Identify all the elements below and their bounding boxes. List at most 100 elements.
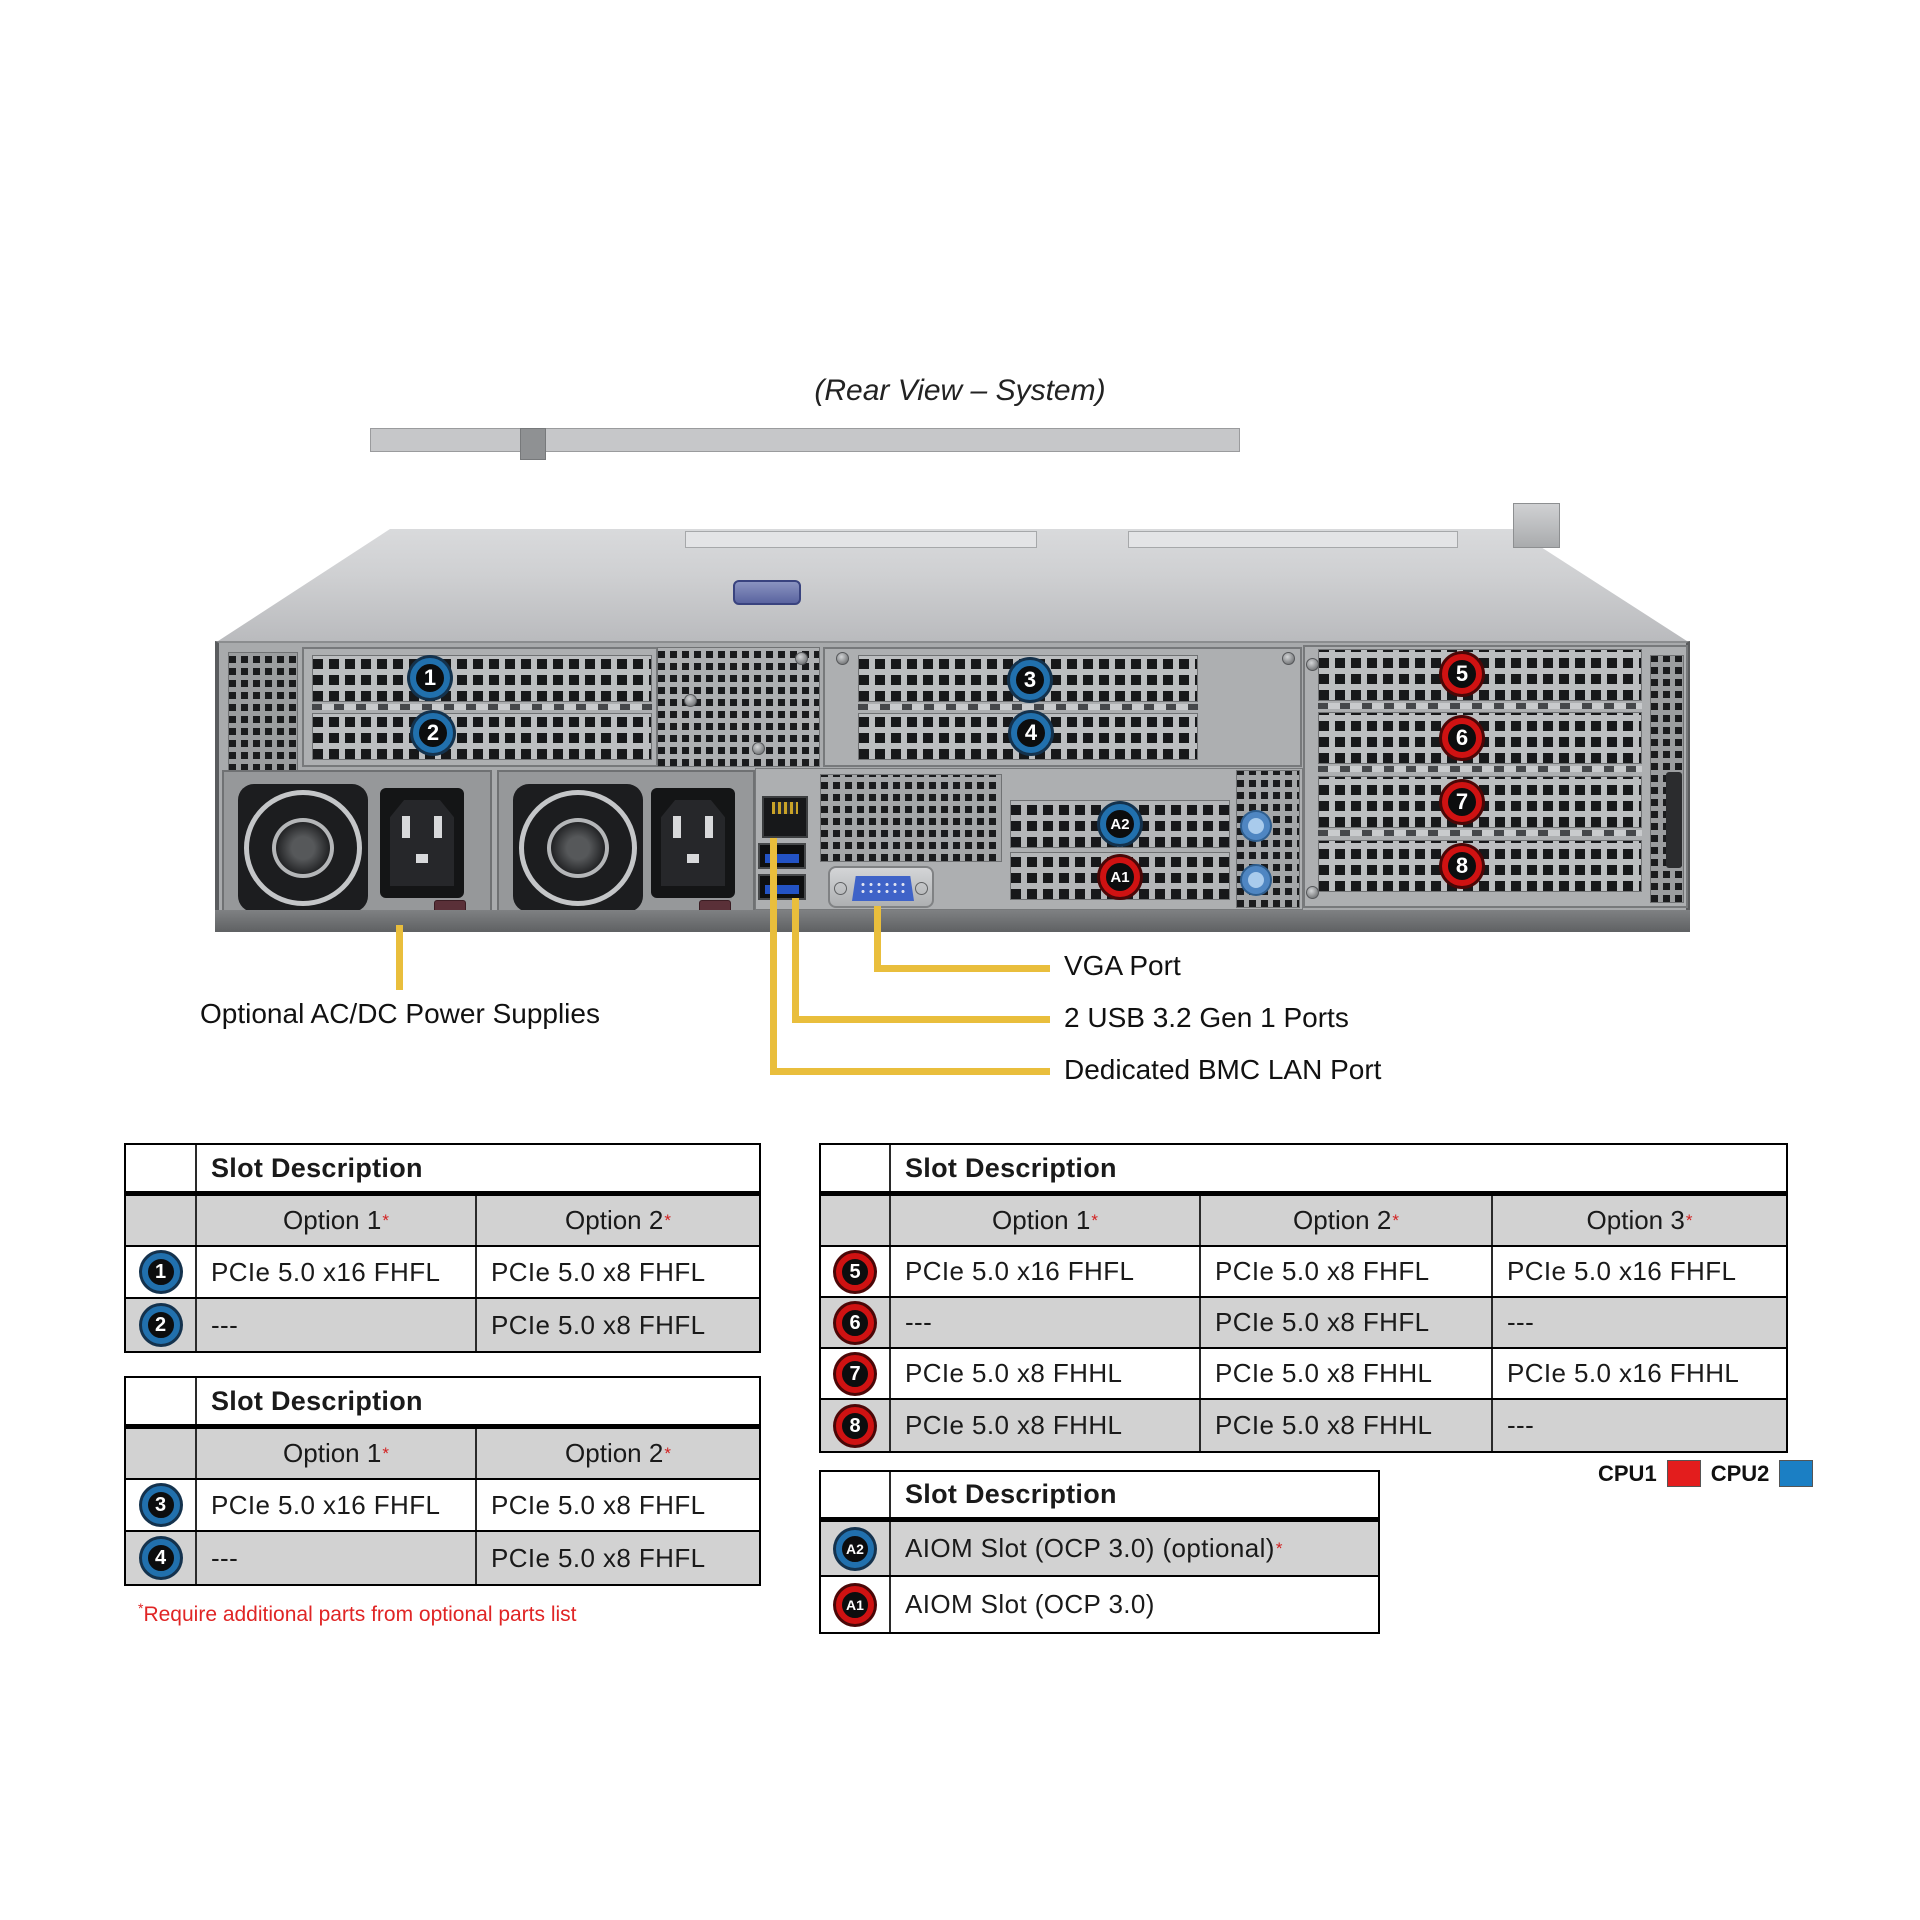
callout-line-usb-v: [792, 898, 799, 1023]
ac-inlet-socket: [390, 800, 454, 886]
column-header-option2: Option 2*: [475, 1196, 759, 1245]
callout-line-psu: [396, 925, 403, 990]
chassis-top-rail: [370, 428, 1240, 452]
empty-corner-cell: [821, 1145, 889, 1191]
vga-port: [828, 866, 934, 908]
table-header: Slot Description: [889, 1472, 1378, 1517]
chassis-badge-slot2: 2: [413, 713, 453, 753]
screw: [684, 694, 697, 707]
chassis-corner-bracket: [1513, 503, 1560, 548]
slot-option1-value: ---: [195, 1299, 475, 1351]
slot-badge: 6: [836, 1303, 874, 1342]
top-cover-latch: [733, 580, 801, 605]
slot-option1-value: ---: [195, 1532, 475, 1584]
ac-pin: [434, 816, 442, 838]
slot-option3-value: PCIe 5.0 x16 FHFL: [1491, 1247, 1786, 1296]
slot-separator: [858, 704, 1198, 710]
empty-corner-cell: [821, 1472, 889, 1517]
chassis-badge-slot7: 7: [1442, 782, 1482, 822]
slot-option2-value: PCIe 5.0 x8 FHFL: [475, 1299, 759, 1351]
ac-pin: [402, 816, 410, 838]
ac-pin: [673, 816, 681, 838]
slot-option2-value: PCIe 5.0 x8 FHFL: [475, 1247, 759, 1297]
slot-option3-value: PCIe 5.0 x16 FHHL: [1491, 1349, 1786, 1398]
slot1-filler-vent: [312, 655, 652, 702]
ac-inlet: [380, 788, 464, 898]
cpu2-color-swatch: [1779, 1460, 1814, 1487]
cpu-legend: CPU1 CPU2: [1598, 1460, 1814, 1487]
column-header-option2: Option 2*: [475, 1429, 759, 1478]
table-header: Slot Description: [195, 1145, 759, 1191]
top-label-sticker: [1128, 531, 1458, 548]
slot-separator: [312, 704, 652, 710]
aiom-slot-table: Slot Description A2 AIOM Slot (OCP 3.0) …: [819, 1470, 1380, 1634]
slot-badge: 7: [836, 1354, 874, 1393]
top-label-sticker: [685, 531, 1037, 548]
table-row: 4 --- PCIe 5.0 x8 FHFL: [126, 1532, 759, 1584]
slot-option2-value: PCIe 5.0 x8 FHHL: [1199, 1400, 1491, 1451]
slot-option2-value: PCIe 5.0 x8 FHFL: [475, 1532, 759, 1584]
column-header-option1: Option 1*: [195, 1429, 475, 1478]
slot-badge: 1: [141, 1253, 180, 1291]
screw: [1282, 652, 1295, 665]
callout-line-bmc-v: [770, 838, 777, 1075]
slot-option1-value: ---: [889, 1298, 1199, 1347]
slot-table-5-8: Slot Description Option 1* Option 2* Opt…: [819, 1143, 1788, 1453]
cpu2-label: CPU2: [1710, 1460, 1770, 1486]
empty-cell: [126, 1429, 195, 1478]
chassis-bottom-rail: [215, 910, 1690, 932]
figure-title: (Rear View – System): [814, 374, 1106, 407]
slot-option2-value: PCIe 5.0 x8 FHFL: [1199, 1247, 1491, 1296]
slot-option3-value: ---: [1491, 1400, 1786, 1451]
slot-option2-value: PCIe 5.0 x8 FHFL: [475, 1480, 759, 1530]
callout-line-vga-h: [874, 965, 1050, 972]
chassis-badge-slot8: 8: [1442, 846, 1482, 886]
io-vent-block: [820, 774, 1002, 862]
slot-badge: 2: [141, 1306, 180, 1344]
slot-option1-value: PCIe 5.0 x8 FHHL: [889, 1349, 1199, 1398]
ac-pin: [687, 854, 699, 863]
vga-connector: [852, 876, 914, 901]
table-row: 5 PCIe 5.0 x16 FHFL PCIe 5.0 x8 FHFL PCI…: [821, 1247, 1786, 1298]
usb-callout-label: 2 USB 3.2 Gen 1 Ports: [1064, 1002, 1349, 1033]
slot-badge: A1: [836, 1585, 874, 1624]
slot2-filler-vent: [312, 713, 652, 760]
mid-vent-divider: [657, 647, 820, 767]
table-row: 6 --- PCIe 5.0 x8 FHFL ---: [821, 1298, 1786, 1349]
ac-inlet-socket: [661, 800, 725, 886]
slot-option1-value: PCIe 5.0 x16 FHFL: [889, 1247, 1199, 1296]
slot-separator: [1318, 766, 1642, 772]
slot-option2-value: PCIe 5.0 x8 FHFL: [1199, 1298, 1491, 1347]
cpu1-color-swatch: [1666, 1460, 1701, 1487]
chassis-top-cover: [215, 529, 1690, 643]
thumbscrew: [1242, 812, 1270, 840]
rear-handle: [1666, 772, 1682, 868]
column-header-option1: Option 1*: [889, 1196, 1199, 1245]
thumbscrew: [1242, 866, 1270, 894]
screw: [752, 742, 765, 755]
chassis-top-notch: [520, 428, 546, 460]
slot-badge: 3: [141, 1486, 180, 1524]
ac-pin: [416, 854, 428, 863]
usb-port-top: [758, 843, 806, 869]
footnote: *Require additional parts from optional …: [138, 1600, 577, 1626]
slot-separator: [1318, 703, 1642, 709]
callout-line-bmc-h: [770, 1068, 1050, 1075]
slot-badge: 5: [836, 1252, 874, 1291]
chassis-badge-slotA1: A1: [1100, 857, 1140, 897]
chassis-badge-slot4: 4: [1011, 713, 1051, 753]
chassis-badge-slot3: 3: [1010, 660, 1050, 700]
ac-inlet: [651, 788, 735, 898]
slot-option1-value: PCIe 5.0 x16 FHFL: [195, 1247, 475, 1297]
slot-table-1-2: Slot Description Option 1* Option 2* 1 P…: [124, 1143, 761, 1353]
slot-option2-value: PCIe 5.0 x8 FHHL: [1199, 1349, 1491, 1398]
table-row: 7 PCIe 5.0 x8 FHHL PCIe 5.0 x8 FHHL PCIe…: [821, 1349, 1786, 1400]
psu-callout-label: Optional AC/DC Power Supplies: [200, 998, 600, 1029]
slot-option1-value: PCIe 5.0 x8 FHHL: [889, 1400, 1199, 1451]
bmc-lan-port: [762, 796, 808, 838]
table-row: A1 AIOM Slot (OCP 3.0): [821, 1577, 1378, 1632]
callout-line-usb-h: [792, 1016, 1050, 1023]
ac-pin: [705, 816, 713, 838]
table-header: Slot Description: [889, 1145, 1786, 1191]
